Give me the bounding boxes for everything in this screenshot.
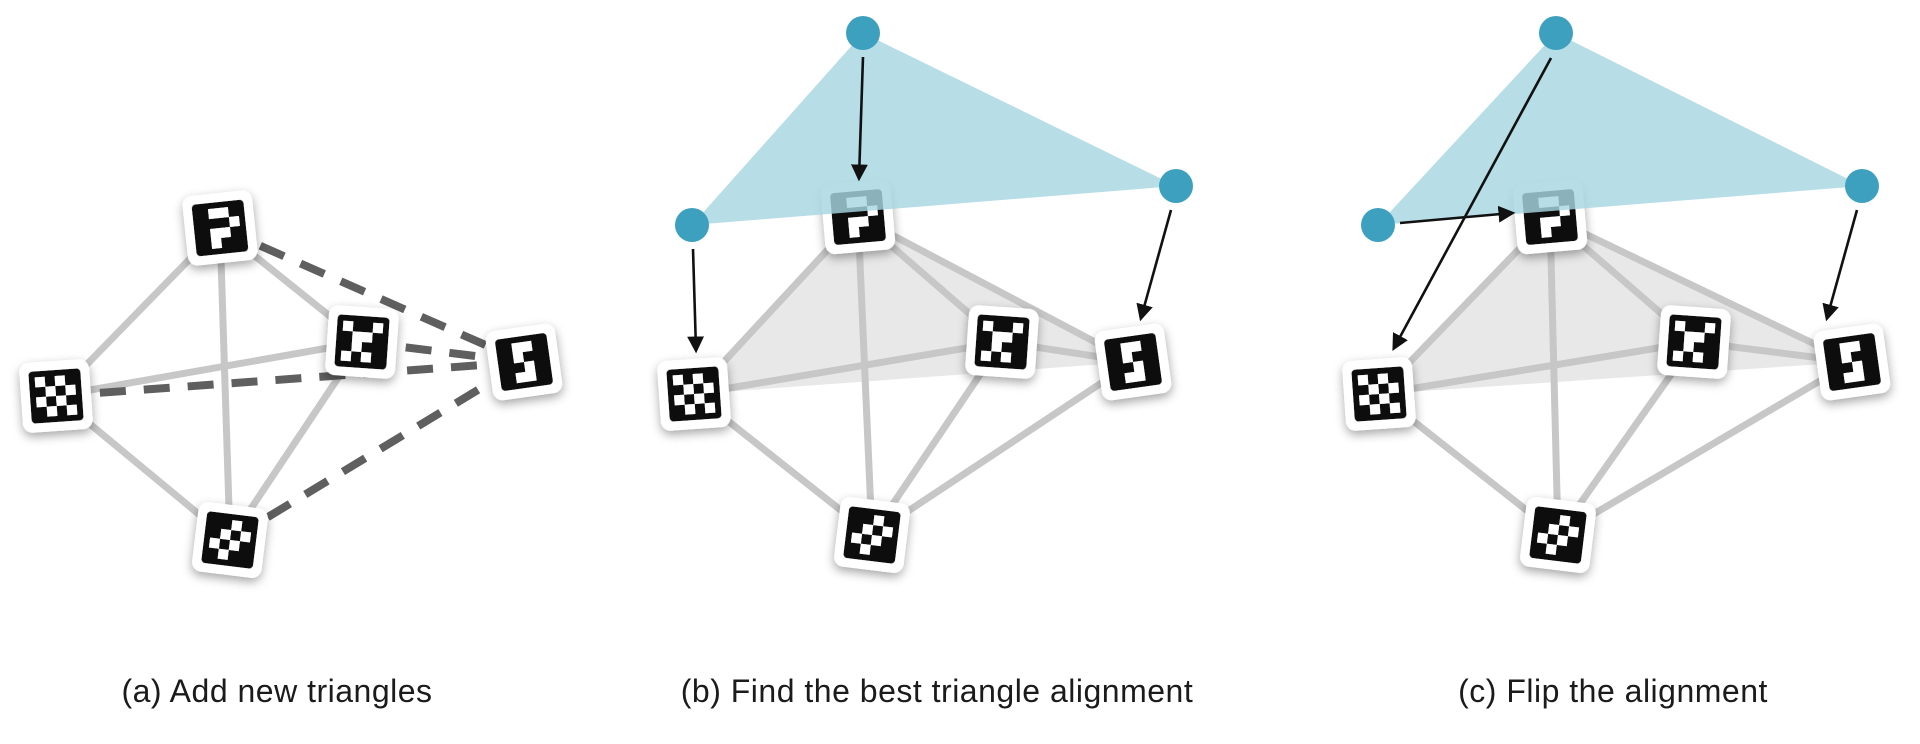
triangle-vertex-dot (1845, 169, 1879, 203)
alignment-triangle (692, 33, 1176, 225)
panel-caption: (c) Flip the alignment (1458, 673, 1768, 709)
aruco-marker-icon (18, 358, 94, 434)
triangle-vertex-dot (1539, 16, 1573, 50)
correspondence-arrow (851, 56, 868, 182)
aruco-marker-icon (1341, 356, 1417, 432)
graph-edge (1546, 213, 1562, 539)
aruco-marker-icon (181, 189, 259, 267)
correspondence-arrow (1822, 209, 1859, 322)
alignment-triangle (1378, 33, 1862, 225)
aruco-marker-icon (190, 500, 270, 580)
aruco-marker-icon (1812, 322, 1892, 402)
graph-edge (854, 213, 876, 539)
aruco-marker-icon (1656, 304, 1732, 380)
triangle-vertex-dot (846, 16, 880, 50)
aruco-marker-icon (1518, 495, 1598, 575)
panel-a: (a) Add new triangles (18, 189, 564, 709)
flipped-correspondence-arrow (1392, 57, 1553, 351)
panel-b: (b) Find the best triangle alignment (656, 16, 1193, 709)
triangle-vertex-dot (1361, 208, 1395, 242)
aruco-marker-icon (964, 304, 1040, 380)
panel-caption: (b) Find the best triangle alignment (681, 673, 1193, 709)
flipped-correspondence-arrow (1399, 205, 1516, 225)
panel-caption: (a) Add new triangles (121, 673, 432, 709)
graph-edge (1554, 358, 1856, 539)
panel-c: (c) Flip the alignment (1341, 16, 1892, 709)
new-edge-dashed (218, 224, 526, 366)
graph-edge (868, 358, 1137, 539)
triangle-vertex-dot (1159, 169, 1193, 203)
graph-edge (854, 213, 1137, 366)
correspondence-arrow (687, 248, 705, 354)
graph-edge (1546, 213, 1856, 366)
graph-edge (1375, 338, 1698, 398)
triangle-vertex-dot (675, 208, 709, 242)
graph-edge (52, 338, 366, 400)
new-edge-dashed (55, 358, 525, 400)
new-edge-dashed (227, 358, 527, 544)
aruco-marker-icon (656, 356, 732, 432)
aruco-marker-icon (832, 495, 912, 575)
graph-edge (690, 338, 1006, 398)
panel-c-arrows (1392, 57, 1859, 351)
correspondence-arrow (1136, 209, 1173, 322)
graph-edge (216, 224, 234, 544)
aruco-marker-icon (484, 322, 564, 402)
panel-b-arrows (687, 56, 1173, 354)
aruco-marker-icon (324, 304, 400, 380)
aruco-marker-icon (1093, 322, 1173, 402)
